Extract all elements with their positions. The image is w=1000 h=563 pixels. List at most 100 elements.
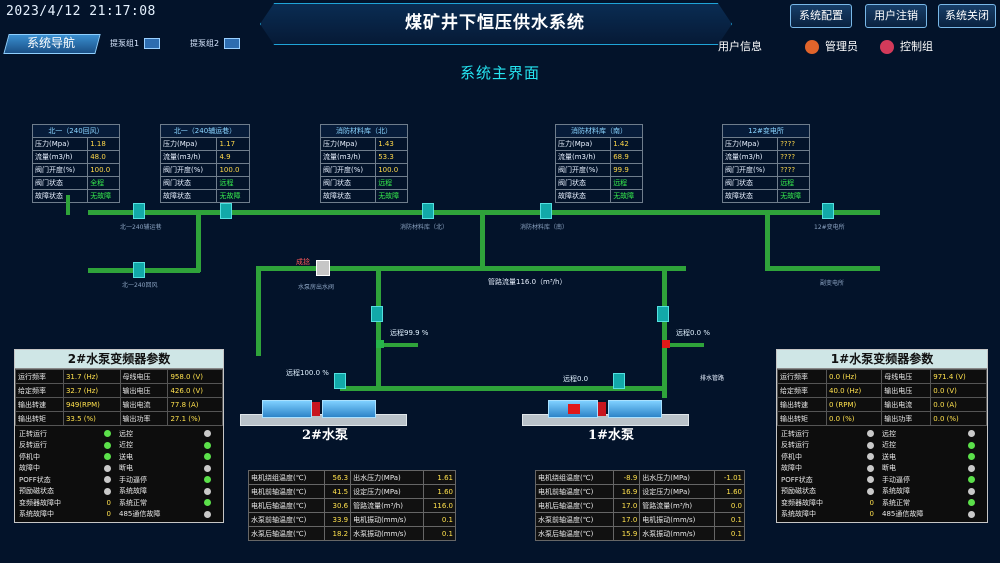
status-led bbox=[204, 464, 211, 472]
param-value: 1.42 bbox=[610, 137, 643, 151]
vfd2-status-grid: 正转运行远控 反转运行近控 停机中送电 故障中断电 POFF状态手动逼停 预励磁… bbox=[15, 426, 223, 522]
temp-label: 电机振动(mm/s) bbox=[350, 512, 425, 527]
status-led bbox=[968, 476, 975, 484]
pump-group-1-button[interactable]: 提泵组1 bbox=[110, 38, 160, 49]
user-logout-button[interactable]: 用户注销 bbox=[865, 4, 927, 28]
pump1-pump[interactable] bbox=[608, 400, 662, 418]
system-nav-button[interactable]: 系统导航 bbox=[26, 36, 75, 50]
station-title: 12#变电所 bbox=[722, 124, 810, 138]
vfd1-status-grid: 正转运行远控 反转运行近控 停机中送电 故障中断电 POFF状态手动逼停 预励磁… bbox=[777, 426, 987, 522]
status-label: 系统正常 bbox=[119, 498, 147, 507]
param-value: ???? bbox=[777, 137, 810, 151]
status-led bbox=[204, 441, 211, 449]
temp-value: 0.1 bbox=[423, 526, 456, 541]
status-label: 变频器故障中 bbox=[19, 498, 61, 507]
pump-group-2-button[interactable]: 提泵组2 bbox=[190, 38, 240, 49]
status-label: 变频器故障中 bbox=[781, 498, 823, 507]
param-label: 流量(m3/h) bbox=[159, 150, 218, 164]
system-config-button[interactable]: 系统配置 bbox=[790, 4, 852, 28]
valve-station-5[interactable] bbox=[822, 203, 834, 219]
pipe-label: 副变电所 bbox=[820, 280, 845, 287]
pump1-outlet-open: 远程0.0 bbox=[563, 375, 589, 383]
pipe-label: 水泵房出水阀 bbox=[298, 284, 335, 291]
status-label: 故障中 bbox=[781, 464, 802, 473]
param-value: 77.8 (A) bbox=[167, 397, 223, 412]
pipe-label: 消防材料库（北） bbox=[400, 224, 449, 231]
param-label: 阀门状态 bbox=[721, 176, 779, 190]
status-label: 系统正常 bbox=[882, 498, 910, 507]
pump2-motor[interactable] bbox=[262, 400, 312, 418]
valve-north-return[interactable] bbox=[133, 262, 145, 278]
station-title: 消防材料库（北） bbox=[320, 124, 408, 138]
param-label: 输出电压 bbox=[881, 383, 932, 398]
temp-value: 16.9 bbox=[612, 484, 641, 499]
valve-pump2-upper[interactable] bbox=[371, 306, 383, 322]
temp-label: 电机绕组温度(℃) bbox=[247, 470, 326, 485]
temp-label: 水泵振动(mm/s) bbox=[350, 526, 425, 541]
valve-v2-status bbox=[376, 340, 384, 348]
valve-station-1[interactable] bbox=[133, 203, 145, 219]
param-label: 压力(Mpa) bbox=[319, 137, 377, 151]
admin-user[interactable]: 管理员 bbox=[805, 38, 858, 54]
status-led bbox=[104, 430, 111, 438]
status-label: POFF状态 bbox=[19, 475, 51, 484]
status-label: 正转运行 bbox=[19, 429, 47, 438]
param-value: 100.0 bbox=[375, 163, 408, 177]
admin-avatar-icon bbox=[805, 40, 819, 54]
system-close-button[interactable]: 系统关闭 bbox=[938, 4, 996, 28]
pump2-name: 2#水泵 bbox=[302, 428, 348, 443]
status-led bbox=[968, 453, 975, 461]
param-label: 流量(m3/h) bbox=[319, 150, 377, 164]
pipe-label: 北一240回风 bbox=[122, 282, 158, 289]
status-value: 0 bbox=[869, 510, 874, 519]
control-group-user[interactable]: 控制组 bbox=[880, 38, 933, 54]
param-value: 33.5 (%) bbox=[62, 411, 121, 426]
valve-pump-room-out[interactable] bbox=[316, 260, 330, 276]
param-label: 阀门开度(%) bbox=[721, 163, 779, 177]
temp-value: 0.1 bbox=[714, 512, 745, 527]
temp-value: 56.3 bbox=[324, 470, 352, 485]
param-label: 给定频率 bbox=[777, 383, 827, 398]
datetime: 2023/4/12 21:17:08 bbox=[6, 4, 156, 19]
temp-value: -1.01 bbox=[714, 470, 745, 485]
param-value: 0.0 (%) bbox=[825, 411, 883, 426]
temp-label: 电机绕组温度(℃) bbox=[535, 470, 614, 485]
valve-pump1-upper[interactable] bbox=[657, 306, 669, 322]
pump2-pump[interactable] bbox=[322, 400, 376, 418]
station-title: 北一（240辅运巷） bbox=[160, 124, 250, 138]
station-title: 北一（240回风） bbox=[32, 124, 120, 138]
status-led bbox=[204, 510, 211, 518]
station-title: 消防材料库（南） bbox=[555, 124, 643, 138]
valve-station-4[interactable] bbox=[540, 203, 552, 219]
status-value: 0 bbox=[106, 498, 111, 507]
param-label: 母线电压 bbox=[881, 369, 932, 384]
status-label: 送电 bbox=[119, 452, 133, 461]
status-led bbox=[104, 453, 111, 461]
valve-pump2-outlet[interactable] bbox=[334, 373, 346, 389]
status-label: 485通信故障 bbox=[119, 510, 161, 519]
status-led bbox=[867, 487, 874, 495]
valve-v1-status bbox=[662, 340, 670, 348]
status-led bbox=[104, 441, 111, 449]
status-label: 远控 bbox=[119, 429, 133, 438]
status-label: 断电 bbox=[119, 464, 133, 473]
valve-pump1-outlet[interactable] bbox=[613, 373, 625, 389]
temp-label: 电机后轴温度(℃) bbox=[247, 498, 326, 513]
param-label: 阀门开度(%) bbox=[31, 163, 89, 177]
param-value: 949(RPM) bbox=[62, 397, 121, 412]
status-label: 故障中 bbox=[19, 464, 40, 473]
valve-station-2[interactable] bbox=[220, 203, 232, 219]
status-led bbox=[204, 430, 211, 438]
param-value: 99.9 bbox=[610, 163, 643, 177]
valve-station-3[interactable] bbox=[422, 203, 434, 219]
param-value: 958.0 (V) bbox=[167, 369, 223, 384]
pipe-riser-right bbox=[765, 212, 770, 270]
param-label: 运行频率 bbox=[15, 369, 64, 384]
status-label: 停机中 bbox=[19, 452, 40, 461]
param-value: 53.3 bbox=[375, 150, 408, 164]
status-label: 近控 bbox=[882, 441, 896, 450]
param-label: 输出转速 bbox=[15, 397, 64, 412]
param-value: 远程 bbox=[216, 176, 250, 190]
param-value: 无故障 bbox=[87, 189, 120, 203]
param-label: 阀门开度(%) bbox=[319, 163, 377, 177]
